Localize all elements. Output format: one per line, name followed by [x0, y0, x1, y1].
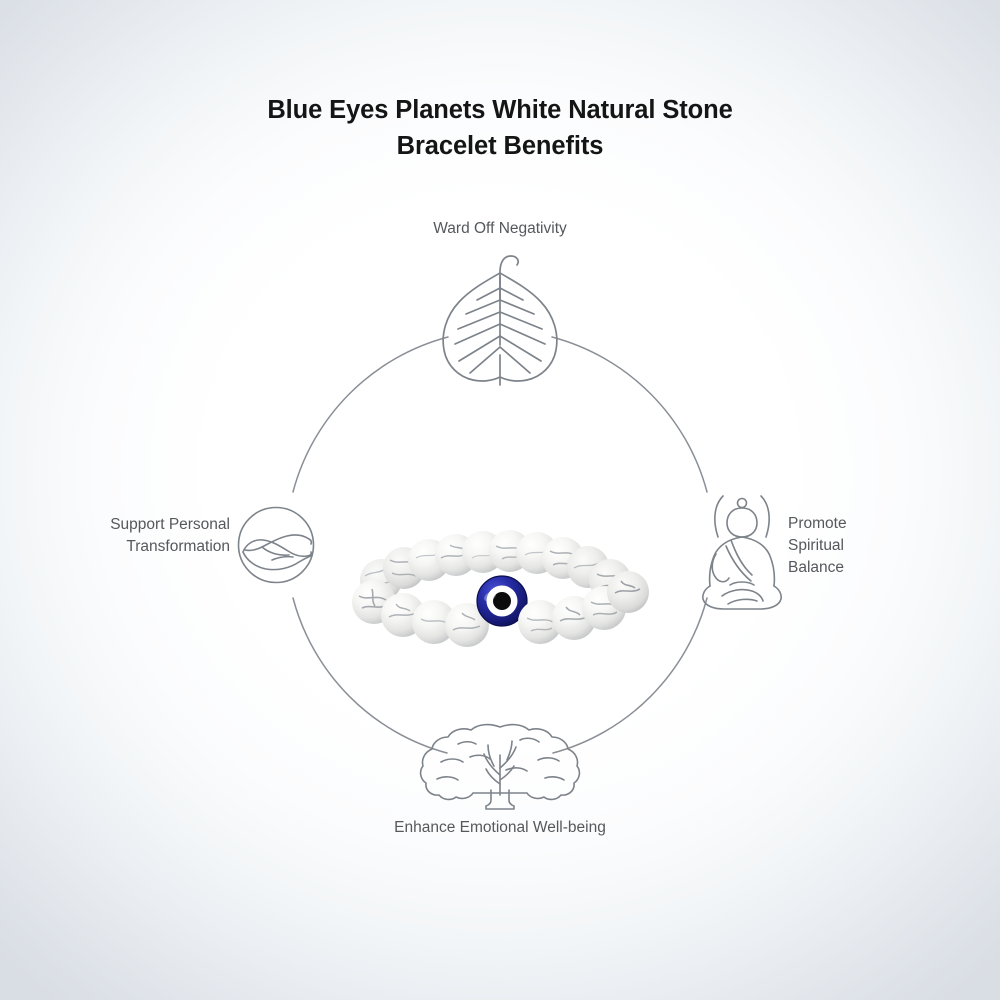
benefit-label-support-personal-transformation: Support Personal Transformation [110, 516, 230, 555]
cupped-hands-icon [237, 506, 315, 584]
title-line-1: Blue Eyes Planets White Natural Stone [267, 96, 733, 124]
title-line-2: Bracelet Benefits [396, 132, 604, 160]
tree-icon [419, 723, 581, 810]
arc-top-right [551, 336, 708, 493]
meditating-buddha-icon [702, 495, 782, 610]
arc-top-left [292, 336, 449, 493]
connector-circle [292, 336, 708, 754]
benefit-label-promote-spiritual-balance: Promote Spiritual Balance [788, 515, 847, 576]
cupped-hands-circle [237, 506, 315, 584]
bracelet-front-beads [352, 571, 649, 647]
bracelet-product-image [352, 530, 649, 647]
evil-eye-bead [476, 575, 528, 627]
page-title: Blue Eyes Planets White Natural Stone Br… [0, 92, 1000, 164]
bodhi-leaf-icon [442, 255, 558, 386]
benefit-label-ward-off-negativity: Ward Off Negativity [433, 220, 567, 237]
benefit-label-enhance-emotional-well-being: Enhance Emotional Well-being [394, 819, 606, 836]
arc-bottom-left [292, 597, 448, 754]
arc-bottom-right [552, 597, 708, 754]
